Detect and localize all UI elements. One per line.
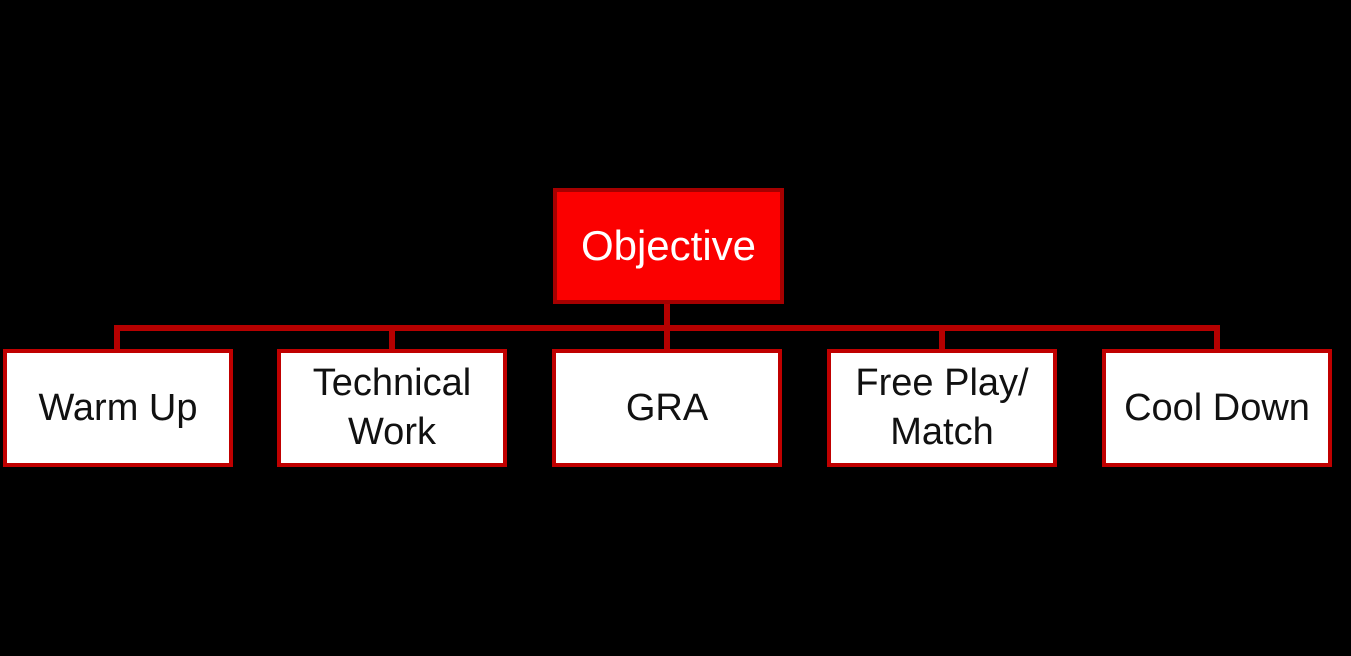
node-cool-down-label: Cool Down <box>1124 386 1310 429</box>
node-free-play-match: Free Play/ Match <box>827 349 1057 467</box>
connector-drop-warm-up <box>114 329 120 350</box>
node-warm-up-label: Warm Up <box>38 386 198 429</box>
node-warm-up: Warm Up <box>3 349 233 467</box>
node-free-play-match-label: Free Play/ Match <box>855 362 1029 453</box>
node-objective-label: Objective <box>580 222 757 270</box>
connector-drop-technical-work <box>389 329 395 350</box>
node-objective: Objective <box>553 188 784 304</box>
node-technical-work-label: Technical Work <box>312 362 472 453</box>
node-gra: GRA <box>552 349 782 467</box>
connector-bus <box>114 325 1220 331</box>
node-gra-label: GRA <box>625 386 709 429</box>
connector-drop-gra <box>664 329 670 350</box>
connector-root-stem <box>664 302 670 328</box>
node-cool-down: Cool Down <box>1102 349 1332 467</box>
connector-drop-free-play-match <box>939 329 945 350</box>
connector-drop-cool-down <box>1214 329 1220 350</box>
node-technical-work: Technical Work <box>277 349 507 467</box>
